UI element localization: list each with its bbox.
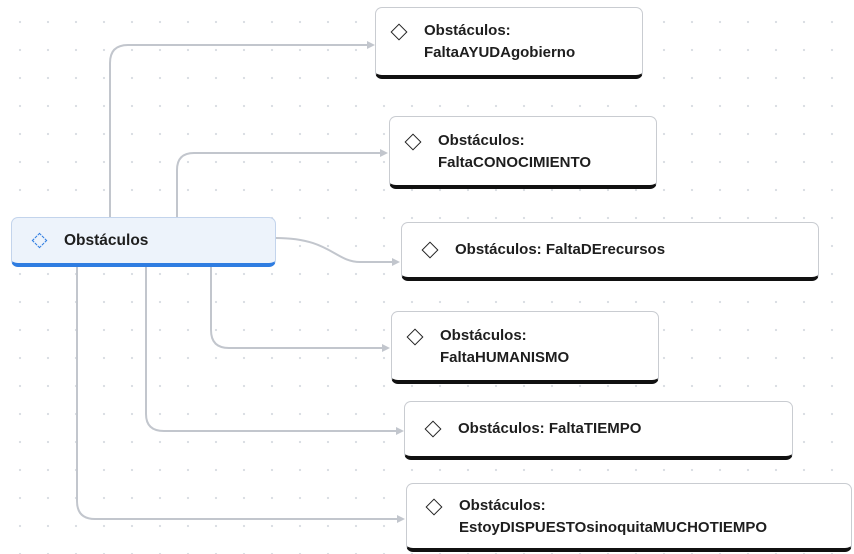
- child-node-3[interactable]: Obstáculos: FaltaDErecursos: [401, 222, 819, 281]
- root-node[interactable]: Obstáculos: [11, 217, 276, 267]
- connector-6: [76, 267, 405, 523]
- diamond-icon: [404, 133, 422, 151]
- child-node-2-line1: Obstáculos:: [438, 132, 525, 149]
- child-node-1[interactable]: Obstáculos: FaltaAYUDAgobierno: [375, 7, 643, 79]
- diamond-icon: [425, 498, 443, 516]
- child-node-6-line1: Obstáculos:: [459, 497, 546, 514]
- child-node-5-line1: Obstáculos: FaltaTIEMPO: [458, 420, 642, 437]
- connector-1: [109, 41, 375, 217]
- child-node-1-line2: FaltaAYUDAgobierno: [424, 44, 576, 61]
- child-node-2-line2: FaltaCONOCIMIENTO: [438, 154, 592, 171]
- child-node-5[interactable]: Obstáculos: FaltaTIEMPO: [404, 401, 793, 460]
- connector-3: [275, 237, 400, 266]
- child-node-6-line2: EstoyDISPUESTOsinoquitaMUCHOTIEMPO: [459, 519, 768, 536]
- child-node-4[interactable]: Obstáculos: FaltaHUMANISMO: [391, 311, 659, 384]
- child-node-1-line1: Obstáculos:: [424, 22, 511, 39]
- dashed-diamond-icon: [31, 232, 47, 249]
- diamond-icon: [421, 241, 439, 259]
- connector-4: [210, 267, 390, 352]
- child-node-4-line2: FaltaHUMANISMO: [440, 349, 570, 366]
- child-node-6[interactable]: Obstáculos: EstoyDISPUESTOsinoquitaMUCHO…: [406, 483, 852, 552]
- diamond-icon: [406, 328, 424, 346]
- diamond-icon: [424, 420, 442, 438]
- child-node-2[interactable]: Obstáculos: FaltaCONOCIMIENTO: [389, 116, 657, 189]
- child-node-4-line1: Obstáculos:: [440, 327, 527, 344]
- connector-5: [145, 267, 404, 435]
- root-node-label: Obstáculos: [64, 231, 149, 249]
- connector-2: [176, 149, 388, 217]
- child-node-3-line1: Obstáculos: FaltaDErecursos: [455, 241, 666, 258]
- diamond-icon: [390, 23, 408, 41]
